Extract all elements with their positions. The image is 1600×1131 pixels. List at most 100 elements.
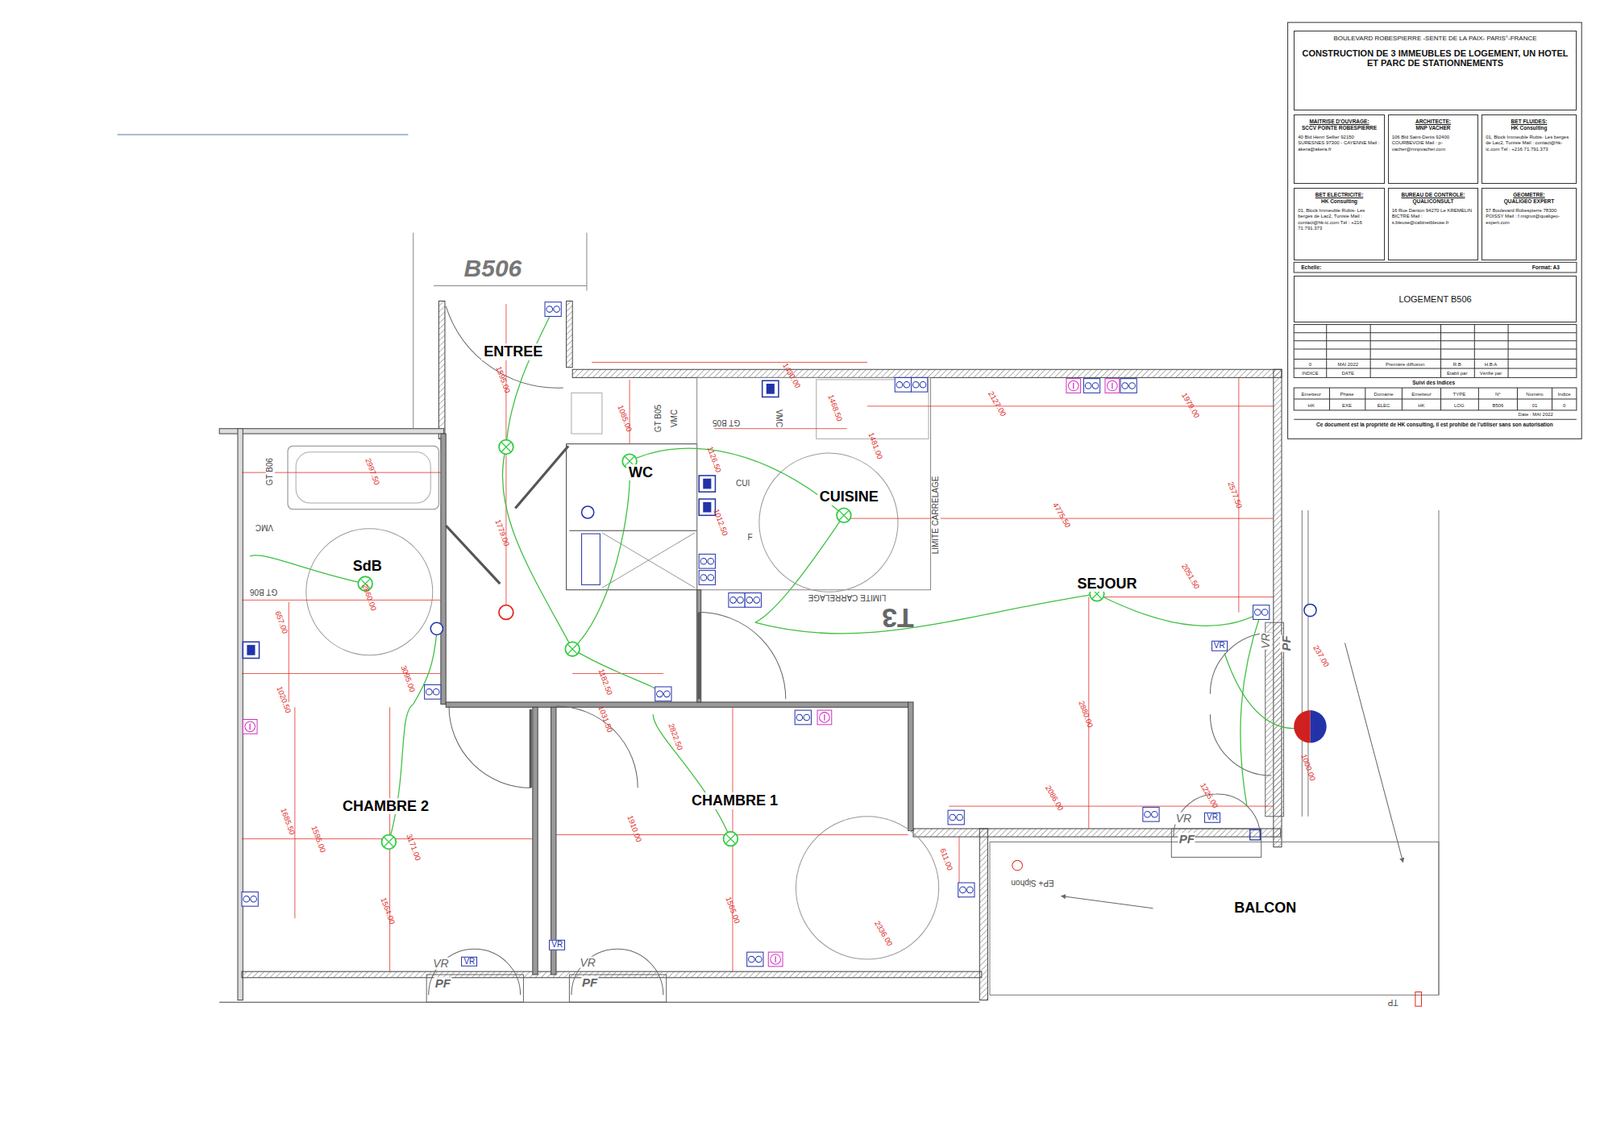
electrical-symbols [544,302,562,317]
electrical-symbols [1293,710,1310,744]
electrical-symbols [1142,806,1160,822]
dimension: 1481.00 [866,430,885,462]
electrical-symbols [817,710,832,725]
title-cell: Vérifié par [1479,370,1503,376]
dimension: 1012.50 [711,507,730,538]
clearance-circles [306,452,940,960]
title-cell: N° [1494,390,1502,396]
shutter-switch: VR [548,939,566,951]
electrical-symbols [728,593,745,608]
shutter-tag: VR [578,955,596,969]
doors [445,525,500,584]
dimension-lines [714,428,848,429]
walls [219,428,445,434]
dimension: 2860.00 [360,581,379,613]
electrical-symbols [1066,378,1081,394]
wiring [572,648,664,695]
dimension-lines [1097,596,1274,598]
title-text: QUALICONSULT [1392,198,1476,204]
room-label: ENTREE [481,343,545,361]
electrical-symbols [1120,378,1137,394]
electrical-symbols [655,686,672,702]
title-block-frame [1516,387,1518,411]
dimension-lines [948,806,1274,807]
room-name: ENTREE [483,343,543,361]
walls [989,841,1439,995]
dimension: 2127.00 [985,389,1008,419]
dimension: 1020.50 [274,685,293,716]
walls [697,590,702,703]
walls [566,300,574,367]
shutter-tag: VR [1259,631,1272,649]
electrical-symbols [1012,860,1023,871]
electrical-symbols [762,380,779,397]
electrical-symbols [958,882,975,898]
walls [412,232,414,429]
title-cell: HK [1307,402,1316,408]
wiring [572,461,630,649]
title-block-frame [1293,419,1577,420]
title-block-frame [1325,324,1327,379]
electrical-symbols [1304,603,1317,616]
title-block-cell: MAITRISE D'OUVRAGE:SCCV POINTE ROBESPIER… [1293,114,1385,184]
dimension-lines [241,303,1274,972]
dimension: 1182.50 [596,666,615,697]
title-block-frame [1293,387,1577,411]
room-name: CUISINE [819,488,879,506]
doors [428,948,521,995]
electrical-symbols [498,440,514,455]
electrical-symbols [241,302,1422,1006]
title-block-frame [1440,387,1442,411]
title-text: 106 Bld Saint-Denis 92400 COURBEVOIE Mai… [1392,134,1476,154]
title-text: BET FLUIDES: [1485,118,1573,125]
walls [979,828,988,1001]
plan-tag: LIMITE CARRELAGE [806,592,887,602]
wiring [755,515,844,623]
shutter-tag: VR [432,957,449,970]
dimension-lines [505,446,507,612]
door-tag: PF [1178,832,1196,846]
walls [287,445,439,509]
electrical-symbols [242,641,259,658]
electrical-symbols [768,951,783,967]
wiring [629,448,844,516]
plan-tag: GT B06 [265,457,275,487]
title-block-frame [1440,324,1442,379]
electrical-symbols [1309,710,1326,744]
fall-arrows [1345,643,1404,863]
electrical-symbols [744,593,761,608]
walls [566,444,698,591]
unit-number: B506 [463,255,524,282]
title-block-frame [1293,261,1577,273]
title-block-cell: BOULEVARD ROBESPIERRE -SENTE DE LA PAIX-… [1293,30,1577,111]
door-tag: PF [1280,634,1293,652]
wiring [1224,652,1306,728]
walls [571,392,603,434]
title-cell: Format: A3 [1531,264,1561,271]
dimension: 1685.50 [278,806,297,837]
title-cell: R.B [1452,361,1463,367]
clearance-circles [795,816,939,960]
dimension: 1031.50 [596,704,615,736]
doors [1171,828,1261,857]
plan-tag: EP+ Siphon [1010,878,1056,888]
title-text: 40 Bld Henri Sellier 92150 SURESNES 9730… [1297,134,1381,154]
title-cell: DATE [1341,370,1356,376]
title-block-frame [1293,348,1577,350]
walls [1301,510,1303,817]
dimension: 1979.00 [1180,390,1202,420]
title-text: HK Consulting [1297,198,1381,204]
electrical-symbols [241,891,258,906]
doors [515,445,569,508]
title-block-frame [1508,324,1509,379]
plan-tag: F [746,533,753,543]
title-block-frame [1293,332,1577,333]
doors [698,612,786,700]
title-text: BUREAU DE CONTROLE: [1392,191,1476,198]
dimension-lines [241,599,441,601]
title-block-cell: GEOMETRE:QUALIGEO EXPERT57 Boulevard Rob… [1481,187,1577,261]
plan-tag: VMC [774,408,784,429]
unit-type: T3 [881,602,915,632]
dimension-lines [591,361,868,363]
